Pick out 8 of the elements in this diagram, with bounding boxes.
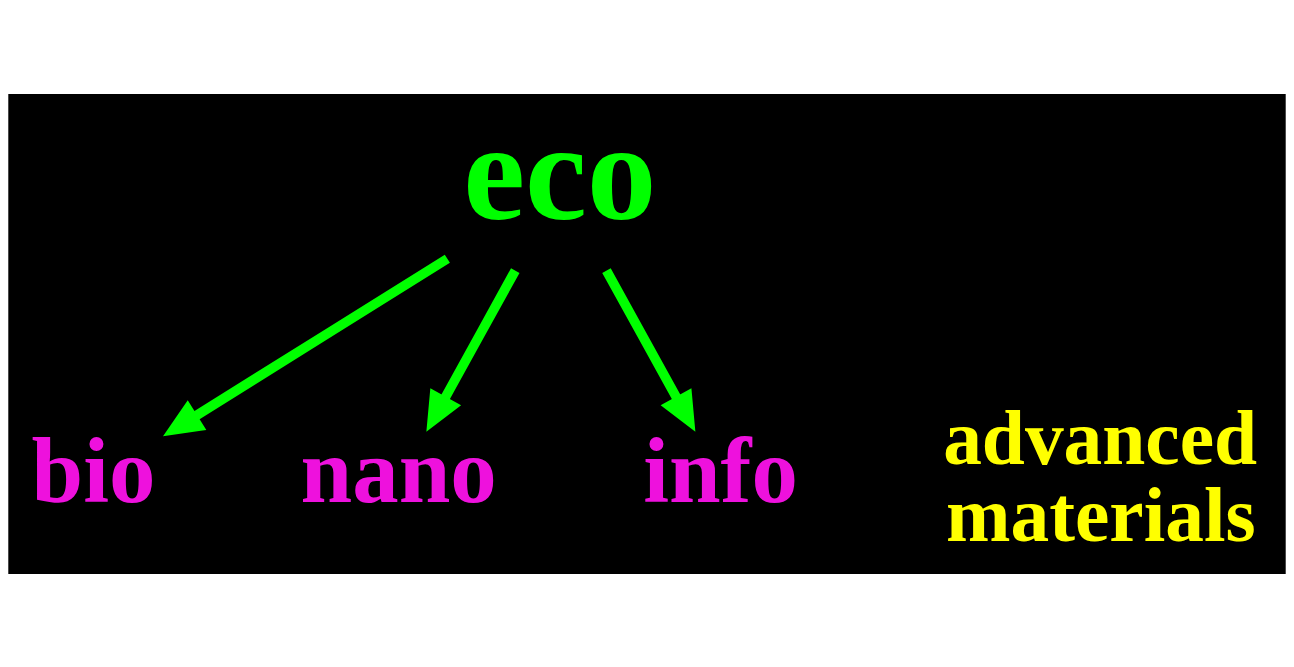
arrow bbox=[426, 267, 520, 432]
node-text: info bbox=[643, 418, 798, 522]
node-text: bio bbox=[31, 418, 156, 522]
arrow bbox=[602, 267, 696, 432]
label: advanced materials bbox=[943, 394, 1258, 558]
node-text: eco bbox=[463, 94, 657, 249]
arrow bbox=[163, 254, 450, 436]
node-text: nano bbox=[300, 418, 497, 522]
